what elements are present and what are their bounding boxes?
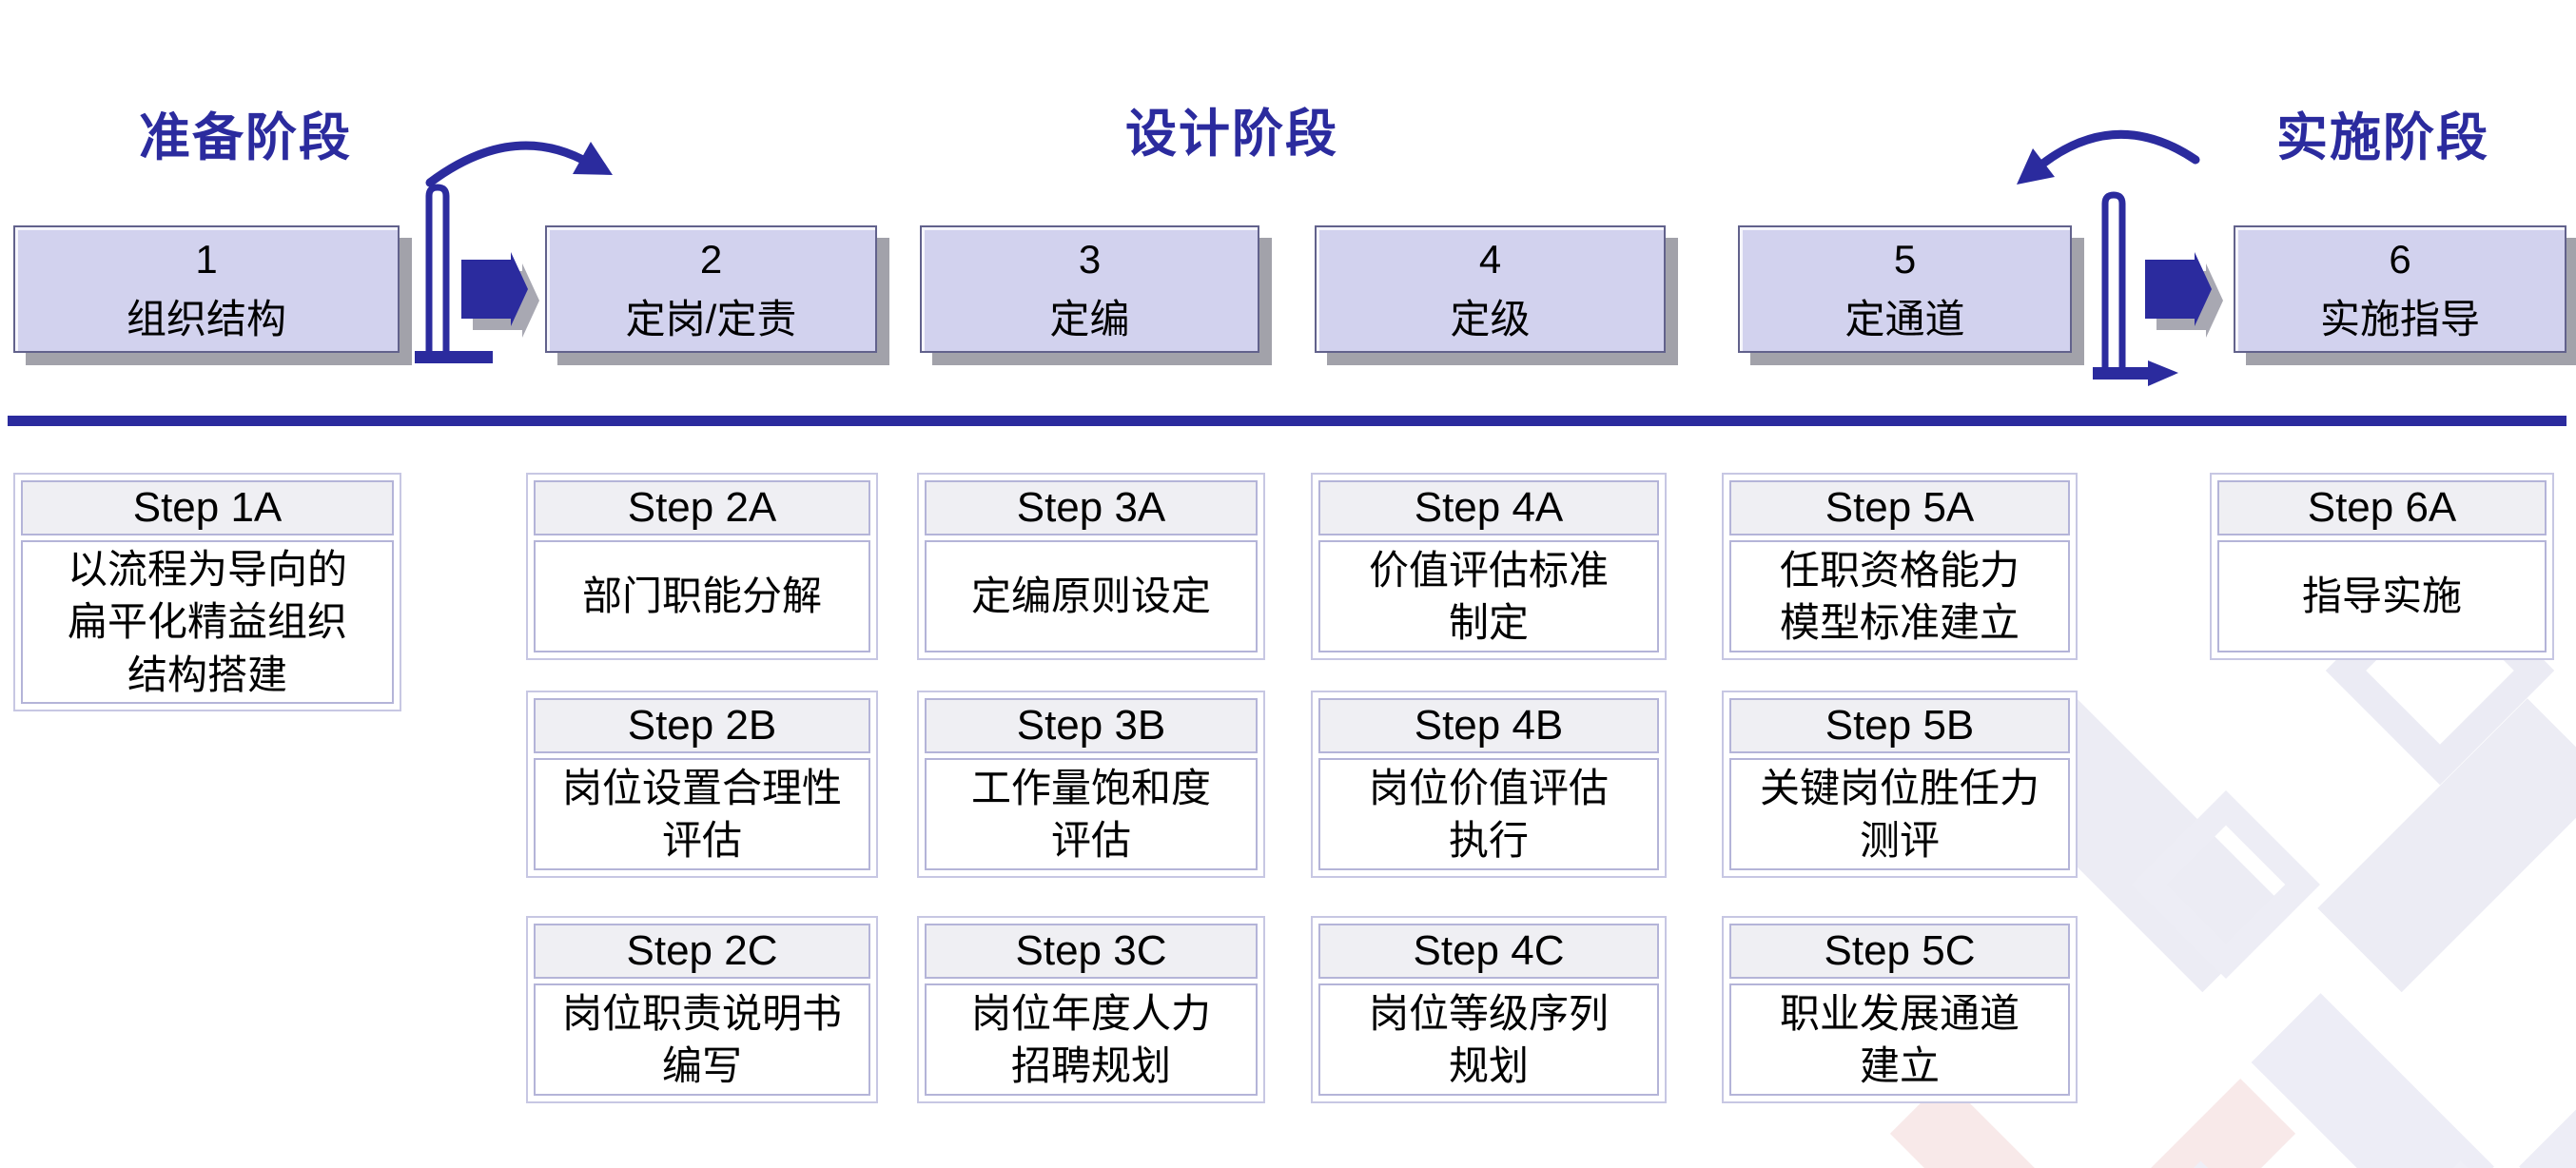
process-box-number: 3: [1078, 237, 1102, 282]
loop-arrow-back-icon: [2031, 129, 2200, 174]
step-card-header: Step 1A: [21, 480, 394, 535]
phase-label-design: 设计阶段: [1125, 106, 1338, 163]
process-box-5: 5 定通道: [1738, 225, 2072, 353]
stage-divider-2: [2101, 191, 2126, 379]
process-box-number: 1: [195, 237, 218, 282]
step-card-header: Step 5A: [1729, 480, 2070, 535]
process-box-label: 定通道: [1844, 297, 1965, 341]
step-card-header: Step 6A: [2217, 480, 2547, 535]
step-card-header: Step 4B: [1318, 698, 1659, 753]
step-card-3c: Step 3C 岗位年度人力 招聘规划: [917, 916, 1265, 1103]
block-arrow-1-icon: [461, 252, 528, 326]
phase-flow-line: [8, 416, 2566, 426]
step-card-header: Step 5B: [1729, 698, 2070, 753]
block-arrow-2-icon: [2145, 252, 2212, 326]
step-card-2c: Step 2C 岗位职责说明书 编写: [526, 916, 878, 1103]
step-card-header: Step 3C: [925, 924, 1258, 979]
phase-label-implementation: 实施阶段: [2276, 109, 2489, 166]
stage-divider-1: [425, 184, 450, 361]
loop-arrow-forward-icon: [425, 141, 595, 187]
step-card-body: 指导实施: [2217, 540, 2547, 652]
step-card-body: 岗位设置合理性 评估: [534, 758, 870, 870]
stage-divider-2-foot: [2093, 367, 2148, 380]
stage-divider-2-arrowhead-icon: [2148, 360, 2178, 386]
step-card-1a: Step 1A 以流程为导向的 扁平化精益组织 结构搭建: [13, 473, 401, 711]
step-card-body: 岗位等级序列 规划: [1318, 983, 1659, 1096]
process-box-6: 6 实施指导: [2234, 225, 2566, 353]
step-card-3a: Step 3A 定编原则设定: [917, 473, 1265, 660]
step-card-2a: Step 2A 部门职能分解: [526, 473, 878, 660]
stage-divider-1-foot: [415, 351, 493, 363]
step-card-header: Step 4C: [1318, 924, 1659, 979]
process-box-label: 实施指导: [2319, 297, 2480, 341]
step-card-header: Step 2C: [534, 924, 870, 979]
step-card-5a: Step 5A 任职资格能力 模型标准建立: [1722, 473, 2078, 660]
process-box-number: 5: [1893, 237, 1917, 282]
loop-arrow-back-head-icon: [2017, 148, 2055, 185]
process-box-label: 组织结构: [126, 297, 286, 341]
step-card-5b: Step 5B 关键岗位胜任力 测评: [1722, 691, 2078, 878]
step-card-header: Step 5C: [1729, 924, 2070, 979]
step-card-2b: Step 2B 岗位设置合理性 评估: [526, 691, 878, 878]
process-box-label: 定编: [1049, 297, 1130, 341]
loop-arrow-forward-head-icon: [573, 142, 613, 175]
step-card-body: 岗位职责说明书 编写: [534, 983, 870, 1096]
process-box-number: 2: [699, 237, 723, 282]
step-card-body: 价值评估标准 制定: [1318, 540, 1659, 652]
process-box-number: 6: [2389, 237, 2411, 282]
step-card-5c: Step 5C 职业发展通道 建立: [1722, 916, 2078, 1103]
process-box-3: 3 定编: [920, 225, 1259, 353]
step-card-header: Step 4A: [1318, 480, 1659, 535]
process-box-number: 4: [1478, 237, 1502, 282]
step-card-body: 部门职能分解: [534, 540, 870, 652]
step-card-header: Step 3B: [925, 698, 1258, 753]
step-card-3b: Step 3B 工作量饱和度 评估: [917, 691, 1265, 878]
step-card-body: 职业发展通道 建立: [1729, 983, 2070, 1096]
process-box-label: 定级: [1450, 297, 1531, 341]
process-box-4: 4 定级: [1315, 225, 1666, 353]
step-card-4b: Step 4B 岗位价值评估 执行: [1311, 691, 1667, 878]
process-box-1: 1 组织结构: [13, 225, 400, 353]
step-card-body: 任职资格能力 模型标准建立: [1729, 540, 2070, 652]
process-box-label: 定岗/定责: [625, 297, 797, 341]
step-card-body: 岗位年度人力 招聘规划: [925, 983, 1258, 1096]
step-card-4a: Step 4A 价值评估标准 制定: [1311, 473, 1667, 660]
step-card-header: Step 3A: [925, 480, 1258, 535]
step-card-body: 定编原则设定: [925, 540, 1258, 652]
step-card-header: Step 2B: [534, 698, 870, 753]
step-card-body: 岗位价值评估 执行: [1318, 758, 1659, 870]
step-card-body: 工作量饱和度 评估: [925, 758, 1258, 870]
phase-label-preparation: 准备阶段: [139, 109, 352, 166]
step-card-body: 关键岗位胜任力 测评: [1729, 758, 2070, 870]
step-card-4c: Step 4C 岗位等级序列 规划: [1311, 916, 1667, 1103]
step-card-body: 以流程为导向的 扁平化精益组织 结构搭建: [21, 540, 394, 704]
process-box-2: 2 定岗/定责: [545, 225, 877, 353]
step-card-6a: Step 6A 指导实施: [2210, 473, 2554, 660]
step-card-header: Step 2A: [534, 480, 870, 535]
